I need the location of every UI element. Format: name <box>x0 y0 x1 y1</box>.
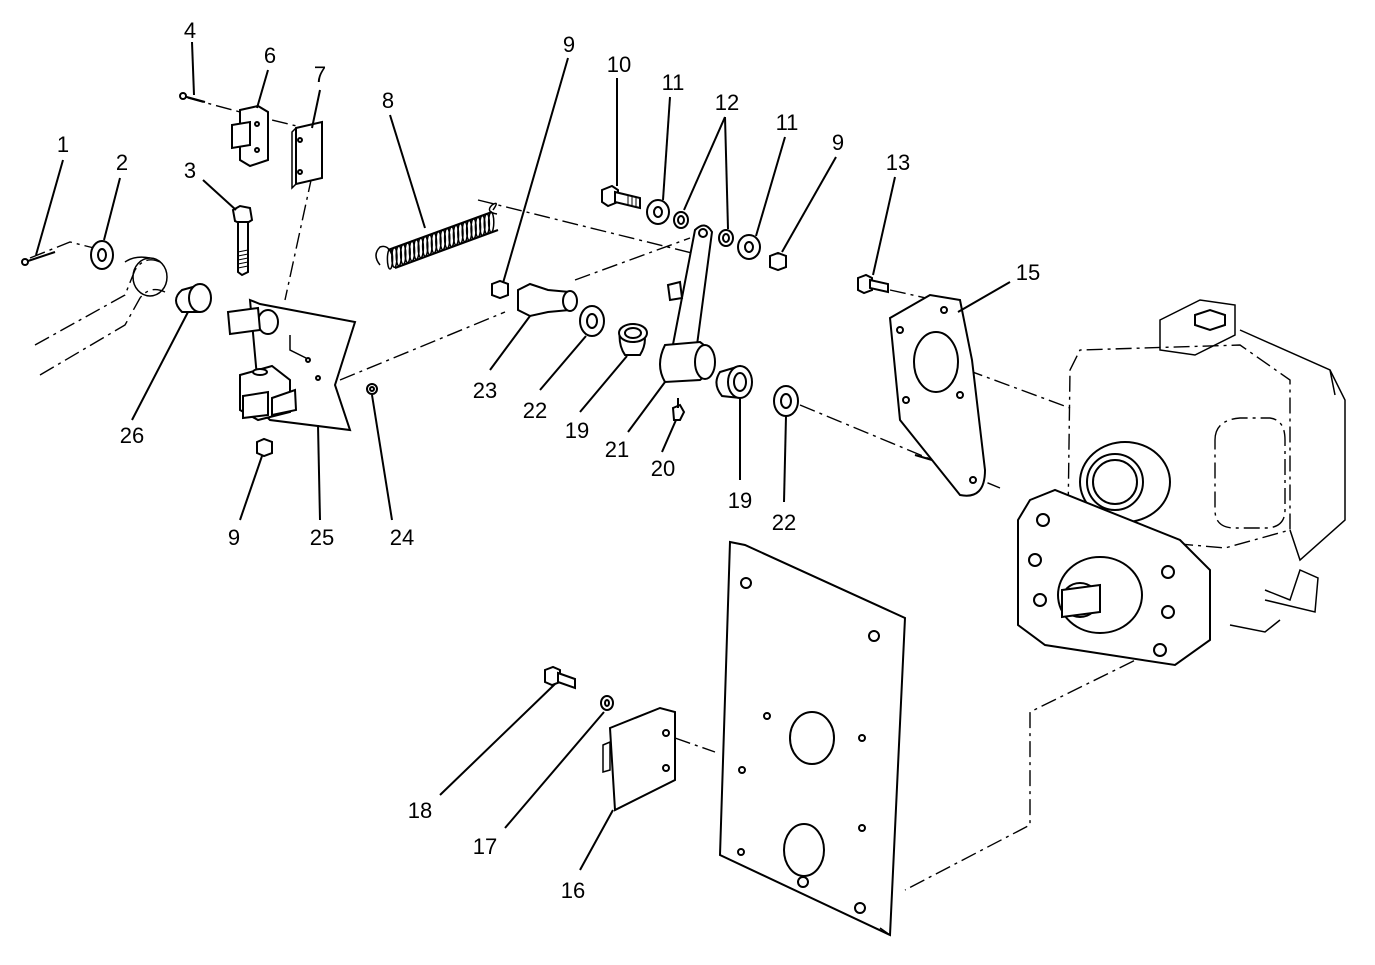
callout-22-right: 22 <box>772 510 796 535</box>
part-10-bolt <box>601 184 641 210</box>
callout-15: 15 <box>1016 260 1040 285</box>
part-3-bolt <box>231 204 254 277</box>
callout-25: 25 <box>310 525 334 550</box>
part-6-clevis <box>231 104 269 168</box>
part-26-bushing <box>175 283 212 313</box>
callout-20: 20 <box>651 456 675 481</box>
part-23-shaft <box>517 282 578 318</box>
callout-9-right: 9 <box>832 130 844 155</box>
assembly-centerlines <box>29 97 1161 891</box>
part-1-pin <box>21 251 56 266</box>
callout-3: 3 <box>184 158 196 183</box>
callout-11-right: 11 <box>776 110 799 135</box>
callout-12: 12 <box>715 90 739 115</box>
part-11-spacer-right <box>737 234 761 260</box>
callout-7: 7 <box>314 62 326 87</box>
part-22-washer-left <box>579 305 605 337</box>
part-7-plate <box>291 120 323 190</box>
hydrostatic-pump <box>1017 299 1346 667</box>
callout-8: 8 <box>382 88 394 113</box>
part-21-lever-arm <box>659 224 716 384</box>
part-9-nut-left <box>491 279 509 300</box>
callout-11-left: 11 <box>662 70 685 95</box>
callout-21: 21 <box>605 437 629 462</box>
callout-10: 10 <box>607 52 631 77</box>
part-17-lock-washer <box>600 695 614 711</box>
callout-6: 6 <box>264 43 276 68</box>
callout-22-left: 22 <box>523 398 547 423</box>
part-9-nut-right <box>769 251 787 272</box>
part-18-bolt <box>544 665 576 690</box>
part-9-nut-lower <box>256 437 273 458</box>
callout-2: 2 <box>116 150 128 175</box>
part-8-spring <box>375 202 499 270</box>
mounting-plate-large <box>718 540 907 937</box>
callout-9-bottom: 9 <box>228 525 240 550</box>
callout-19-right: 19 <box>728 488 752 513</box>
pedal-rod-reference <box>34 256 168 376</box>
part-2-washer <box>90 240 114 270</box>
part-19-bushing-left <box>618 323 648 356</box>
callout-4: 4 <box>184 18 196 43</box>
callout-1: 1 <box>57 132 69 157</box>
leader-lines <box>35 41 1011 871</box>
part-15-mounting-plate <box>888 293 987 497</box>
part-25-pedal-bracket <box>226 298 357 432</box>
part-12-washer-right <box>718 229 734 247</box>
part-13-bolt <box>857 273 889 295</box>
callout-labels: 1 2 3 4 6 7 8 9 10 11 12 11 9 13 15 26 9… <box>57 18 1040 903</box>
part-24-nut <box>366 383 378 395</box>
part-12-washer-left <box>673 211 689 229</box>
part-19-bushing-right <box>715 364 753 400</box>
part-11-spacer-left <box>646 199 670 225</box>
part-16-cover-plate <box>602 706 676 812</box>
part-22-washer-right <box>773 385 799 417</box>
callout-16: 16 <box>561 878 585 903</box>
callout-17: 17 <box>473 834 497 859</box>
callout-24: 24 <box>390 525 414 550</box>
callout-13: 13 <box>886 150 910 175</box>
part-20-grease-fitting <box>671 398 686 421</box>
callout-18: 18 <box>408 798 432 823</box>
part-4-pin <box>179 92 206 103</box>
callout-9-top: 9 <box>563 32 575 57</box>
callout-19-left: 19 <box>565 418 589 443</box>
callout-26: 26 <box>120 423 144 448</box>
callout-23: 23 <box>473 378 497 403</box>
